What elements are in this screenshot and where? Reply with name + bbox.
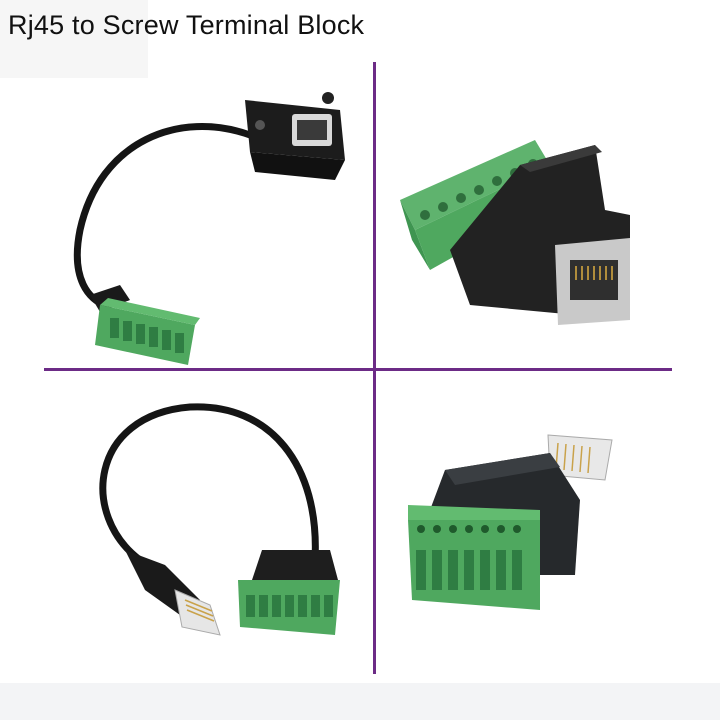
bottom-band [0, 683, 720, 720]
green-terminal-block [90, 285, 200, 365]
green-terminal-block [238, 580, 340, 635]
rj45-panel-jack [245, 92, 345, 180]
black-housing [252, 550, 338, 580]
panel-mount-cable-adapter [60, 80, 360, 370]
title-background [0, 0, 148, 78]
rj45-female-jack [555, 238, 630, 325]
block-adapter-female-jack [390, 120, 640, 340]
green-terminal-block [408, 505, 540, 610]
cable-adapter-male-plug [70, 395, 360, 650]
page-title: Rj45 to Screw Terminal Block [8, 10, 365, 40]
horizontal-divider [44, 368, 672, 371]
block-adapter-male-plug [400, 425, 630, 625]
rj45-male-plug [125, 550, 221, 636]
